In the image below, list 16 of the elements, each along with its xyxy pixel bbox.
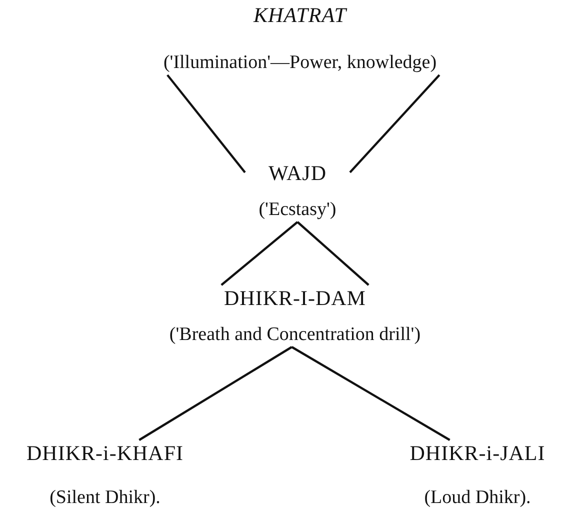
node-description: (Loud Dhikr). [424,486,531,510]
node-description: ('Illumination'—Power, knowledge) [163,51,437,75]
connector-line [296,221,370,286]
connector-line [138,346,292,441]
connector-line [220,221,298,286]
node-description: (Silent Dhikr). [50,486,160,510]
node-heading: DHIKR-I-DAM [224,285,366,311]
node-heading: DHIKR-i-JALI [410,440,546,466]
node-heading: DHIKR-i-KHAFI [26,440,184,466]
connector-line [349,74,440,174]
node-heading: WAJD [268,160,326,186]
connector-line [166,74,246,174]
connector-line [291,346,450,441]
node-description: ('Breath and Concentration drill') [169,323,421,347]
node-heading: KHATRAT [254,2,346,28]
node-description: ('Ecstasy') [258,198,336,222]
